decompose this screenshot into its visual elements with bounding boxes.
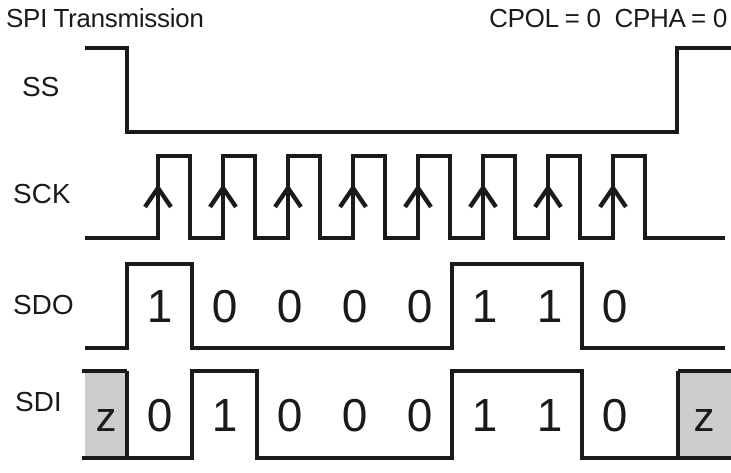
rising-edge-arrow-icon [533,184,563,209]
sdi-bit-label: 1 [537,389,563,441]
sdo-bit-label: 1 [537,280,563,332]
sdo-bit-label: 1 [147,280,173,332]
sdo-waveform [85,262,725,350]
rising-edge-arrow-icon [208,184,238,209]
sdi-waveform [127,369,678,460]
signal-label-ss: SS [22,71,60,102]
tristate-box-end [678,371,731,458]
signal-label-sdo: SDO [13,289,74,320]
rising-edge-arrow-icon [143,184,173,209]
sdo-bit-label: 0 [602,280,628,332]
tristate-box-end-border [676,369,731,460]
rising-edge-arrow-icon [468,184,498,209]
sck-waveform [85,154,725,240]
mode-settings-label: CPOL = 0 CPHA = 0 [489,3,727,33]
sdo-bit-label: 0 [342,280,368,332]
sdi-bit-label: 1 [472,389,498,441]
signal-label-sck: SCK [13,178,71,209]
rising-edge-arrow-icon [338,184,368,209]
tristate-start-label: z [96,393,117,440]
tristate-end-label: z [694,393,715,440]
ss-waveform [85,46,731,134]
sdi-bit-label: 0 [342,389,368,441]
sdo-bit-label: 0 [407,280,433,332]
signal-label-sdi: SDI [15,386,62,417]
sdi-bit-label: 0 [407,389,433,441]
tristate-box-start [85,371,127,458]
sdo-bit-label: 1 [472,280,498,332]
sdo-bit-label: 0 [277,280,303,332]
sdi-bit-label: 0 [147,389,173,441]
diagram-title: SPI Transmission [6,3,204,33]
rising-edge-arrow-icon [598,184,628,209]
tristate-box-start-border [82,369,129,460]
rising-edge-arrow-icon [403,184,433,209]
sdi-bit-label: 0 [277,389,303,441]
sdi-bit-label: 1 [212,389,238,441]
rising-edge-arrow-icon [273,184,303,209]
sdo-bit-label: 0 [212,280,238,332]
sdi-bit-label: 0 [602,389,628,441]
